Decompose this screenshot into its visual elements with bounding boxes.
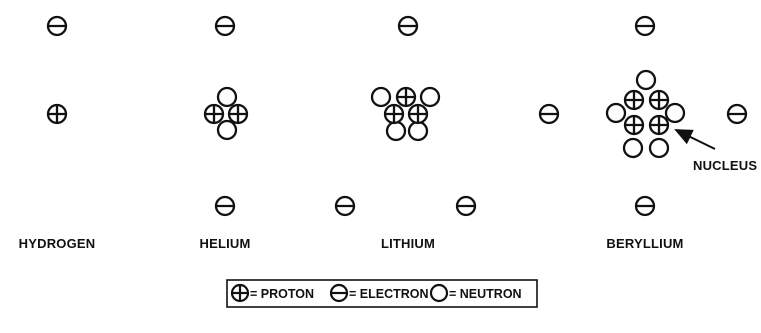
particles-layer xyxy=(46,15,748,217)
lithium-neutron-icon xyxy=(419,86,441,108)
beryllium-neutron-icon xyxy=(605,102,627,124)
legend-proton-label: = PROTON xyxy=(250,287,314,301)
legend: = PROTON = ELECTRON = NEUTRON xyxy=(226,279,538,308)
helium-proton-icon xyxy=(227,103,249,125)
beryllium-neutron-icon xyxy=(635,69,657,91)
hydrogen-proton-icon xyxy=(46,103,68,125)
beryllium-proton-icon xyxy=(648,114,670,136)
nucleus-label: NUCLEUS xyxy=(693,158,757,173)
nucleus-arrow xyxy=(674,129,716,150)
legend-frame xyxy=(226,279,538,308)
beryllium-proton-icon xyxy=(623,89,645,111)
legend-electron-label: = ELECTRON xyxy=(349,287,429,301)
lithium-proton-icon xyxy=(383,103,405,125)
lithium-neutron-icon xyxy=(407,120,429,142)
beryllium-neutron-icon xyxy=(622,137,644,159)
lithium-electron-icon xyxy=(455,195,477,217)
helium-proton-icon xyxy=(203,103,225,125)
hydrogen-electron-icon xyxy=(46,15,68,37)
lithium-electron-icon xyxy=(334,195,356,217)
beryllium-electron-icon xyxy=(538,103,560,125)
legend-neutron-label: = NEUTRON xyxy=(449,287,522,301)
beryllium-proton-icon xyxy=(623,114,645,136)
lithium-proton-icon xyxy=(407,103,429,125)
beryllium-proton-icon xyxy=(648,89,670,111)
beryllium-electron-icon xyxy=(726,103,748,125)
legend-electron-icon xyxy=(329,283,349,303)
helium-electron-icon xyxy=(214,15,236,37)
lithium-proton-icon xyxy=(395,86,417,108)
beryllium-electron-icon xyxy=(634,15,656,37)
lithium-electron-icon xyxy=(397,15,419,37)
atom-label-helium: HELIUM xyxy=(199,236,250,251)
atom-label-beryllium: BERYLLIUM xyxy=(606,236,683,251)
helium-neutron-icon xyxy=(216,86,238,108)
atom-label-lithium: LITHIUM xyxy=(381,236,435,251)
helium-neutron-icon xyxy=(216,119,238,141)
legend-neutron-icon xyxy=(429,283,449,303)
helium-electron-icon xyxy=(214,195,236,217)
beryllium-neutron-icon xyxy=(664,102,686,124)
beryllium-electron-icon xyxy=(634,195,656,217)
atom-label-hydrogen: HYDROGEN xyxy=(19,236,96,251)
lithium-neutron-icon xyxy=(370,86,392,108)
lithium-neutron-icon xyxy=(385,120,407,142)
legend-proton-icon xyxy=(230,283,250,303)
beryllium-neutron-icon xyxy=(648,137,670,159)
